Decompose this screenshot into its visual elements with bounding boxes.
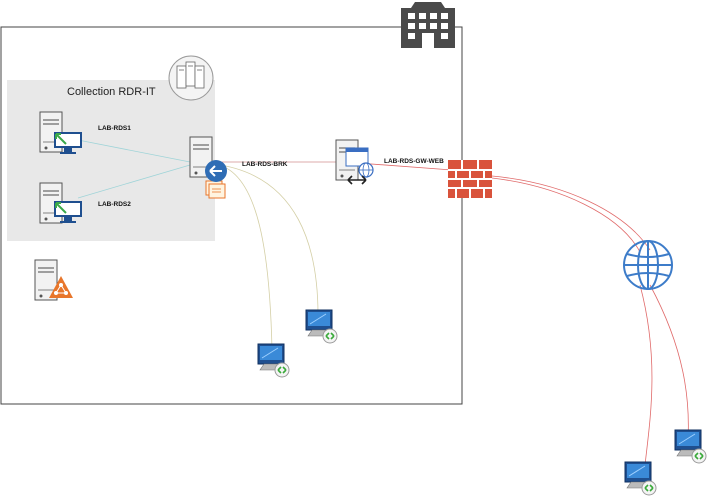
server-icon[interactable] — [189, 136, 227, 199]
firewall-icon — [448, 160, 492, 198]
lan-links — [77, 139, 350, 351]
server-label-rds2: LAB-RDS2 — [98, 201, 131, 208]
remote-desktop-client-icon[interactable] — [257, 343, 290, 378]
server-icon[interactable] — [39, 111, 82, 154]
server-icon[interactable] — [39, 182, 82, 224]
licensing-icon — [205, 180, 226, 199]
licensing-icon — [49, 276, 73, 298]
server-label-rds1: LAB-RDS1 — [98, 125, 131, 132]
server-label-broker: LAB-RDS-BRK — [242, 161, 288, 168]
site-boundary — [0, 26, 463, 405]
collection-icon — [168, 55, 214, 101]
server-icon[interactable] — [34, 259, 73, 301]
remote-desktop-client-icon[interactable] — [305, 309, 338, 344]
wan-links — [357, 162, 689, 466]
server-icon[interactable] — [335, 139, 374, 185]
server-label-gateway: LAB-RDS-GW-WEB — [384, 158, 444, 165]
remote-desktop-client-icon[interactable] — [674, 429, 707, 464]
building-icon — [401, 2, 455, 48]
collection-title: Collection RDR-IT — [67, 86, 156, 98]
remote-desktop-client-icon[interactable] — [624, 461, 657, 496]
globe-icon — [623, 240, 673, 290]
